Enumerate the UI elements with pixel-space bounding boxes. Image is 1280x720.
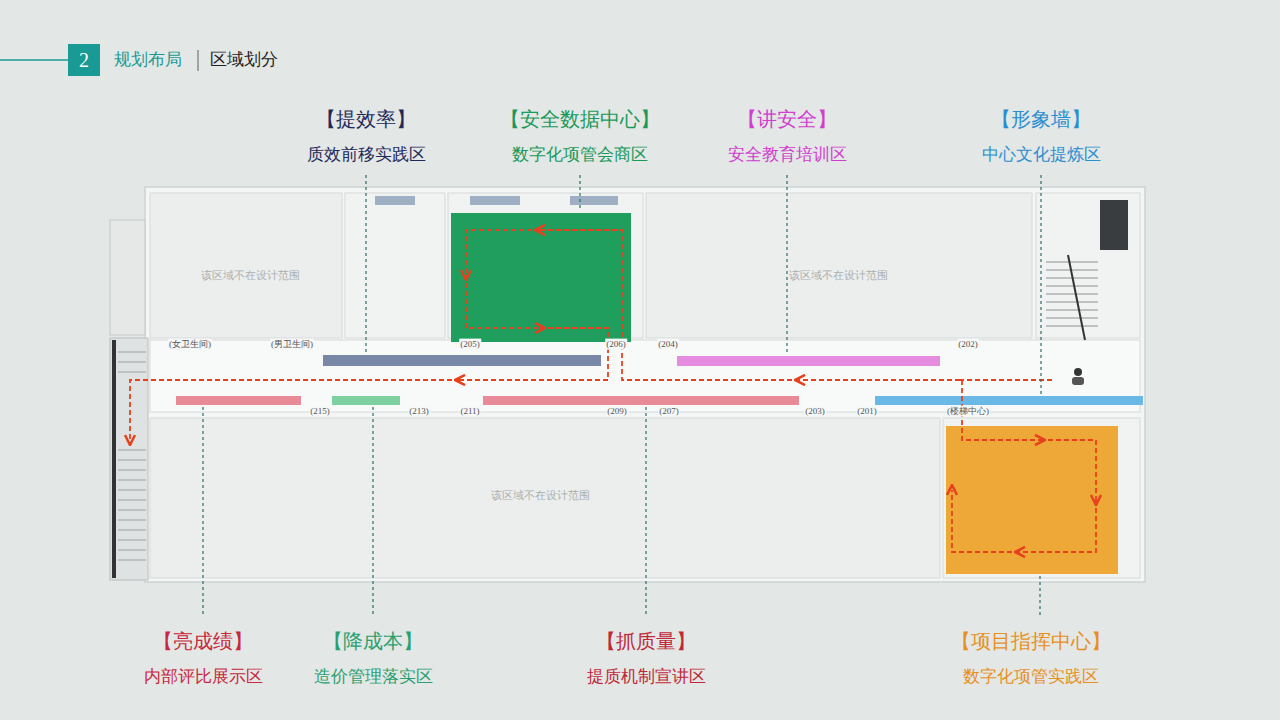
zone-subtitle: 数字化项管实践区 [963,667,1099,687]
zone-subtitle: 提质机制宣讲区 [587,667,706,687]
leader-lines [203,175,1041,617]
zone-title: 【抓质量】 [596,629,696,653]
window [375,196,415,205]
section-title: 规划布局 [114,50,182,70]
room-number: (207) [658,406,680,417]
visitor-route [130,230,1096,552]
badge-number: 2 [79,49,89,72]
room-number: (203) [804,406,826,417]
stair-rail [112,340,116,578]
visitor-figure [1072,368,1084,385]
zone-subtitle: 数字化项管会商区 [512,145,648,165]
zone-subtitle: 安全教育培训区 [728,145,847,165]
room [345,193,445,338]
zone-subtitle: 造价管理落实区 [314,667,433,687]
room-number: (202) [957,339,979,350]
room-number: (201) [856,406,878,417]
header-divider [197,50,198,71]
stair-room [1036,193,1140,338]
zone-title: 【形象墙】 [991,107,1091,131]
stair-core [1100,200,1128,250]
stair [110,220,145,335]
stair-steps [118,352,146,560]
section-subtitle: 区域划分 [210,50,278,70]
zone-title: 【项目指挥中心】 [951,629,1111,653]
stair [110,338,148,580]
window [570,196,618,205]
room [150,418,940,578]
zone-bar [176,396,301,405]
room-number: (215) [309,406,331,417]
zone-bar [332,396,400,405]
room-number: (206) [605,339,627,350]
zone-subtitle: 质效前移实践区 [307,145,426,165]
zone-bar [323,355,601,366]
room-number: (楼梯中心) [946,406,990,417]
zone-title: 【讲安全】 [737,107,837,131]
room-number: (204) [657,339,679,350]
zone-bar [677,356,940,366]
zone-command-center [946,426,1118,574]
room [646,193,1032,338]
zone-title: 【亮成绩】 [153,629,253,653]
room-number: (211) [459,406,480,417]
room-number: (209) [606,406,628,417]
zone-bar [875,396,1143,405]
zone-title: 【提效率】 [316,107,416,131]
room [943,418,1140,578]
room-number: (男卫生间) [270,339,314,350]
building-outline [145,187,1145,582]
zone-safety-data [451,213,631,342]
watermark: 该区域不在设计范围 [491,489,590,502]
watermark: 该区域不在设计范围 [201,269,300,282]
header-rule [0,59,68,61]
zone-title: 【安全数据中心】 [500,107,660,131]
room-number: (213) [408,406,430,417]
stair-rail [1068,255,1085,340]
zone-subtitle: 中心文化提炼区 [982,145,1101,165]
zone-subtitle: 内部评比展示区 [144,667,263,687]
room-number: (女卫生间) [168,339,212,350]
section-number-badge: 2 [68,44,100,76]
watermark: 该区域不在设计范围 [789,269,888,282]
zone-title: 【降成本】 [323,629,423,653]
room [150,193,342,338]
window [470,196,520,205]
zone-bar [483,396,799,405]
room-number: (205) [459,339,481,350]
